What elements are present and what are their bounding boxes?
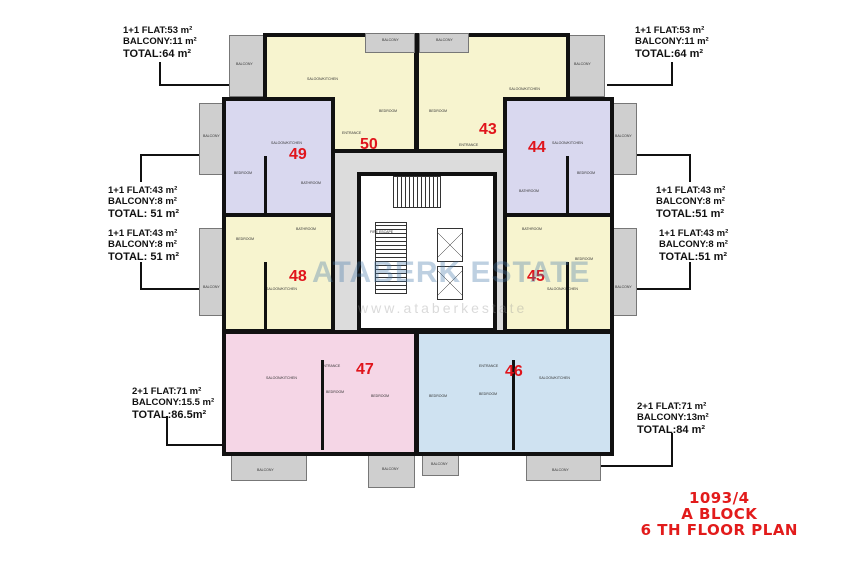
total-size: TOTAL: 51 m²: [108, 250, 180, 263]
flat-size: 2+1 FLAT:71 m²: [637, 401, 707, 412]
balcony-44: BALCONY: [611, 103, 637, 175]
balcony-46-small: BALCONY: [422, 452, 459, 476]
total-size: TOTAL:51 m²: [656, 207, 725, 220]
unit-number-47: 47: [356, 361, 374, 378]
unit-number-48: 48: [289, 268, 307, 285]
balcony-size: BALCONY:8 m²: [656, 196, 725, 208]
flat-size: 1+1 FLAT:53 m²: [635, 25, 705, 36]
unit-number-43: 43: [479, 121, 497, 138]
unit-45-info: 1+1 FLAT:43 m² BALCONY:8 m² TOTAL:51 m²: [659, 228, 728, 264]
total-size: TOTAL:64 m²: [123, 47, 192, 60]
flat-size: 2+1 FLAT:71 m²: [132, 386, 202, 397]
flat-size: 1+1 FLAT:43 m²: [659, 228, 729, 239]
unit-43-info: 1+1 FLAT:53 m² BALCONY:11 m² TOTAL:64 m²: [635, 25, 709, 61]
flat-size: 1+1 FLAT:43 m²: [108, 185, 178, 196]
balcony-size: BALCONY:15.5 m²: [132, 397, 215, 409]
floor-name: 6 TH FLOOR PLAN: [640, 520, 798, 539]
balcony-43-top: BALCONY: [419, 33, 469, 53]
plan-number: 1093/4: [688, 489, 750, 507]
unit-49: SALOON/KITCHEN BEDROOM BATHROOM: [222, 97, 335, 217]
unit-48: BEDROOM SALOON/KITCHEN BATHROOM: [222, 213, 335, 333]
elevator-2: [437, 266, 463, 300]
unit-50-info: 1+1 FLAT:53 m² BALCONY:11 m² TOTAL:64 m²: [123, 25, 197, 61]
total-size: TOTAL: 51 m²: [108, 207, 180, 220]
flat-size: 1+1 FLAT:43 m²: [108, 228, 178, 239]
balcony-47-small: BALCONY: [368, 452, 415, 488]
unit-number-50: 50: [360, 136, 378, 153]
fire-escape-label: FIRE ESCAPE: [370, 230, 394, 234]
balcony-size: BALCONY:8 m²: [108, 196, 177, 208]
unit-number-49: 49: [289, 146, 307, 163]
flat-size: 1+1 FLAT:53 m²: [123, 25, 193, 36]
unit-number-44: 44: [528, 139, 546, 156]
balcony-50-top: BALCONY: [365, 33, 415, 53]
balcony-size: BALCONY:13m²: [637, 412, 709, 424]
flat-size: 1+1 FLAT:43 m²: [656, 185, 726, 196]
balcony-45: BALCONY: [611, 228, 637, 316]
unit-number-45: 45: [527, 268, 545, 285]
unit-49-info: 1+1 FLAT:43 m² BALCONY:8 m² TOTAL: 51 m²: [108, 185, 179, 221]
unit-46-info: 2+1 FLAT:71 m² BALCONY:13m² TOTAL:84 m²: [637, 401, 709, 437]
stairs-upper: [393, 176, 441, 208]
total-size: TOTAL:84 m²: [637, 423, 706, 436]
plan-title: 1093/4 A BLOCK 6 TH FLOOR PLAN: [640, 489, 798, 539]
watermark-brand: ATABERK ESTATE: [312, 256, 591, 289]
balcony-48: BALCONY: [199, 228, 225, 316]
balcony-size: BALCONY:11 m²: [123, 36, 197, 48]
unit-44-info: 1+1 FLAT:43 m² BALCONY:8 m² TOTAL:51 m²: [656, 185, 725, 221]
balcony-size: BALCONY:8 m²: [108, 239, 177, 251]
elevator-1: [437, 228, 463, 262]
total-size: TOTAL:51 m²: [659, 250, 728, 263]
total-size: TOTAL:64 m²: [635, 47, 704, 60]
block-name: A BLOCK: [681, 504, 758, 523]
stairs-lower: [375, 222, 407, 294]
unit-number-46: 46: [505, 363, 523, 380]
total-size: TOTAL:86.5m²: [132, 408, 207, 421]
balcony-size: BALCONY:11 m²: [635, 36, 709, 48]
unit-48-info: 1+1 FLAT:43 m² BALCONY:8 m² TOTAL: 51 m²: [108, 228, 179, 264]
unit-47: SALOON/KITCHEN BEDROOM BEDROOM ENTRANCE: [222, 330, 418, 456]
unit-47-info: 2+1 FLAT:71 m² BALCONY:15.5 m² TOTAL:86.…: [132, 386, 214, 422]
balcony-43: BALCONY: [567, 35, 605, 97]
watermark-url: www.ataberkestate: [358, 300, 528, 316]
unit-44: SALOON/KITCHEN BEDROOM BATHROOM: [503, 97, 614, 217]
balcony-size: BALCONY:8 m²: [659, 239, 728, 251]
balcony-50: BALCONY: [229, 35, 267, 97]
